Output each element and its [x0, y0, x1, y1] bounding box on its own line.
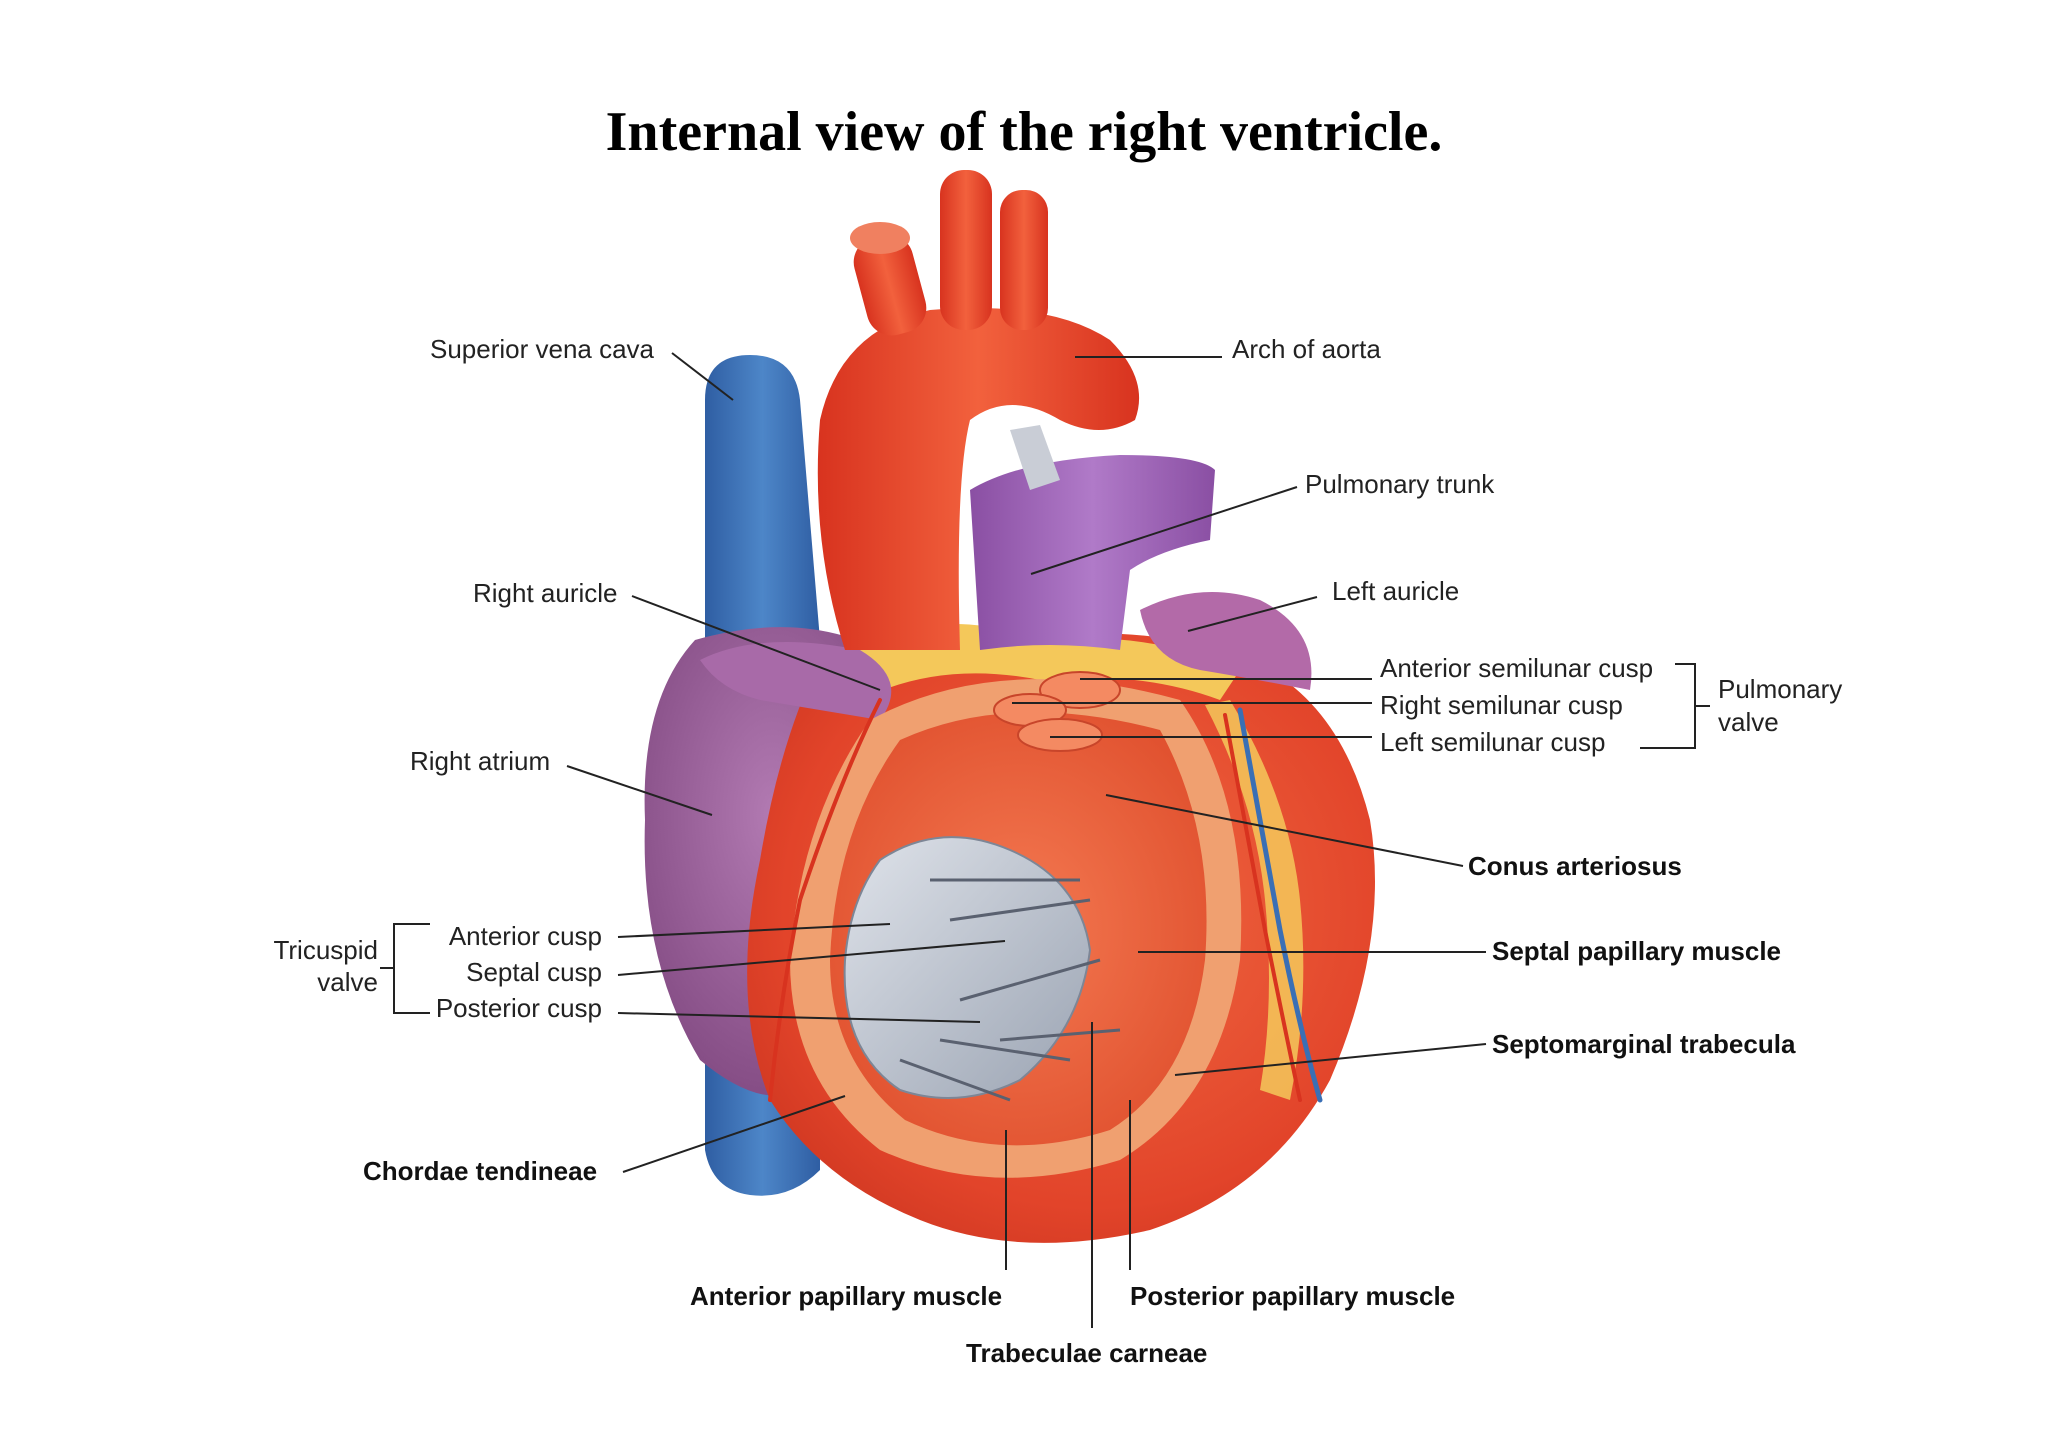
aortic-branch-1: [853, 234, 927, 336]
label-superior-vena-cava: Superior vena cava: [430, 334, 655, 364]
label-septomarginal-trabecula: Septomarginal trabecula: [1492, 1029, 1796, 1059]
label-septal-cusp: Septal cusp: [466, 957, 602, 987]
coronary-vessels: [768, 698, 1323, 1103]
label-left-semilunar-cusp: Left semilunar cusp: [1380, 727, 1605, 757]
tricuspid-leaflets: [843, 836, 1092, 1099]
aortic-branch-1-opening: [850, 222, 910, 254]
label-anterior-cusp: Anterior cusp: [449, 921, 602, 951]
label-pulmonary-valve-2: valve: [1718, 707, 1779, 737]
label-pulmonary-valve-1: Pulmonary: [1718, 674, 1842, 704]
label-left-auricle: Left auricle: [1332, 576, 1459, 606]
label-tricuspid-valve-2: valve: [317, 967, 378, 997]
label-anterior-papillary-muscle: Anterior papillary muscle: [690, 1281, 1002, 1311]
label-arch-of-aorta: Arch of aorta: [1232, 334, 1381, 364]
label-anterior-semilunar-cusp: Anterior semilunar cusp: [1380, 653, 1653, 683]
right-auricle-shape: [700, 642, 892, 720]
label-right-auricle: Right auricle: [473, 578, 618, 608]
label-tricuspid-valve-1: Tricuspid: [273, 935, 378, 965]
labels: Superior vena cava Arch of aorta Pulmona…: [273, 334, 1842, 1368]
chordae-tendineae-strands: [899, 878, 1121, 1102]
aortic-branch-3: [1000, 190, 1048, 330]
aorta-shape: [817, 308, 1140, 650]
label-conus-arteriosus: Conus arteriosus: [1468, 851, 1682, 881]
pulmonary-trunk-shape: [970, 455, 1215, 650]
label-posterior-papillary-muscle: Posterior papillary muscle: [1130, 1281, 1455, 1311]
pulmonary-valve-cusps: [993, 671, 1121, 752]
label-chordae-tendineae: Chordae tendineae: [363, 1156, 597, 1186]
page-title: Internal view of the right ventricle.: [605, 101, 1443, 163]
label-trabeculae-carneae: Trabeculae carneae: [966, 1338, 1207, 1368]
left-auricle-shape: [1140, 592, 1312, 690]
label-right-atrium: Right atrium: [410, 746, 550, 776]
label-pulmonary-trunk: Pulmonary trunk: [1305, 469, 1495, 499]
aortic-branch-2: [940, 170, 992, 330]
ligamentum-arteriosum: [1010, 425, 1060, 490]
label-septal-papillary-muscle: Septal papillary muscle: [1492, 936, 1781, 966]
leader-lines: [380, 352, 1710, 1328]
label-posterior-cusp: Posterior cusp: [436, 993, 602, 1023]
label-right-semilunar-cusp: Right semilunar cusp: [1380, 690, 1623, 720]
